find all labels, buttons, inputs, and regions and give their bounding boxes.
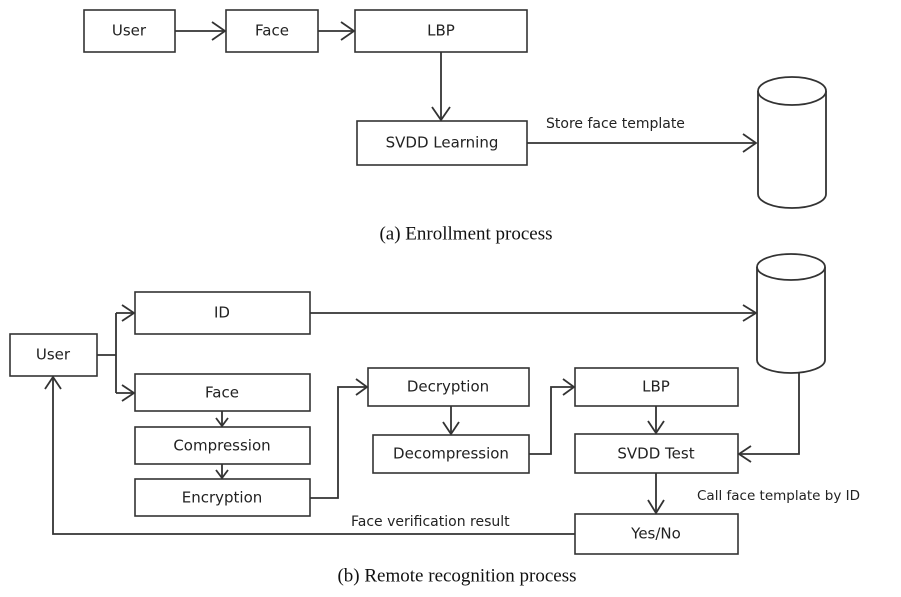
- arrow-decryption-to-decompression: [442, 406, 460, 436]
- enroll-svdd-learning-label: SVDD Learning: [386, 134, 499, 152]
- arrow-compression-to-encryption: [215, 464, 229, 480]
- decryption-box: [367, 367, 530, 407]
- remote-lbp-label: LBP: [642, 378, 670, 396]
- arrow-svdd-test-to-yes-no: [647, 473, 665, 515]
- arrow-result-to-user: [44, 375, 575, 535]
- arrow-user-to-face: [175, 21, 227, 41]
- arrow-id-to-database: [310, 304, 758, 322]
- arrow-face-to-compression: [215, 411, 229, 428]
- remote-id-label: ID: [214, 304, 230, 322]
- yes-no-box: [574, 513, 739, 555]
- decompression-box: [372, 434, 530, 474]
- enroll-lbp-label: LBP: [427, 22, 455, 40]
- decryption-label: Decryption: [407, 378, 489, 396]
- enroll-database-icon: [757, 76, 827, 209]
- arrow-face-to-lbp: [318, 21, 356, 41]
- enroll-face-box: [225, 9, 319, 53]
- remote-caption: (b) Remote recognition process: [337, 565, 576, 586]
- enroll-face-label: Face: [255, 22, 289, 40]
- face-verification-result-label: Face verification result: [351, 514, 510, 530]
- remote-face-label: Face: [205, 384, 239, 402]
- arrow-database-to-svdd-test: [737, 373, 800, 463]
- yes-no-label: Yes/No: [630, 525, 681, 543]
- user-branch-lines: [97, 304, 136, 402]
- call-face-template-label: Call face template by ID: [697, 488, 860, 504]
- arrow-lbp-to-svdd-test: [647, 406, 665, 435]
- arrow-decompression-to-lbp: [529, 378, 576, 455]
- svdd-test-label: SVDD Test: [617, 445, 694, 463]
- compression-box: [134, 426, 311, 465]
- encryption-box: [134, 478, 311, 517]
- enrollment-caption: (a) Enrollment process: [379, 223, 552, 244]
- enroll-user-label: User: [112, 22, 147, 40]
- remote-database-icon: [756, 253, 826, 374]
- arrow-svdd-to-database: [527, 133, 758, 153]
- arrow-lbp-to-svdd: [431, 52, 451, 122]
- remote-user-label: User: [36, 346, 71, 364]
- arrow-encryption-to-decryption: [310, 378, 369, 499]
- remote-face-box: [134, 373, 311, 412]
- remote-lbp-box: [574, 367, 739, 407]
- decompression-label: Decompression: [393, 445, 509, 463]
- compression-label: Compression: [173, 437, 270, 455]
- encryption-label: Encryption: [182, 489, 263, 507]
- store-face-template-label: Store face template: [546, 116, 685, 132]
- enroll-user-box: [83, 9, 176, 53]
